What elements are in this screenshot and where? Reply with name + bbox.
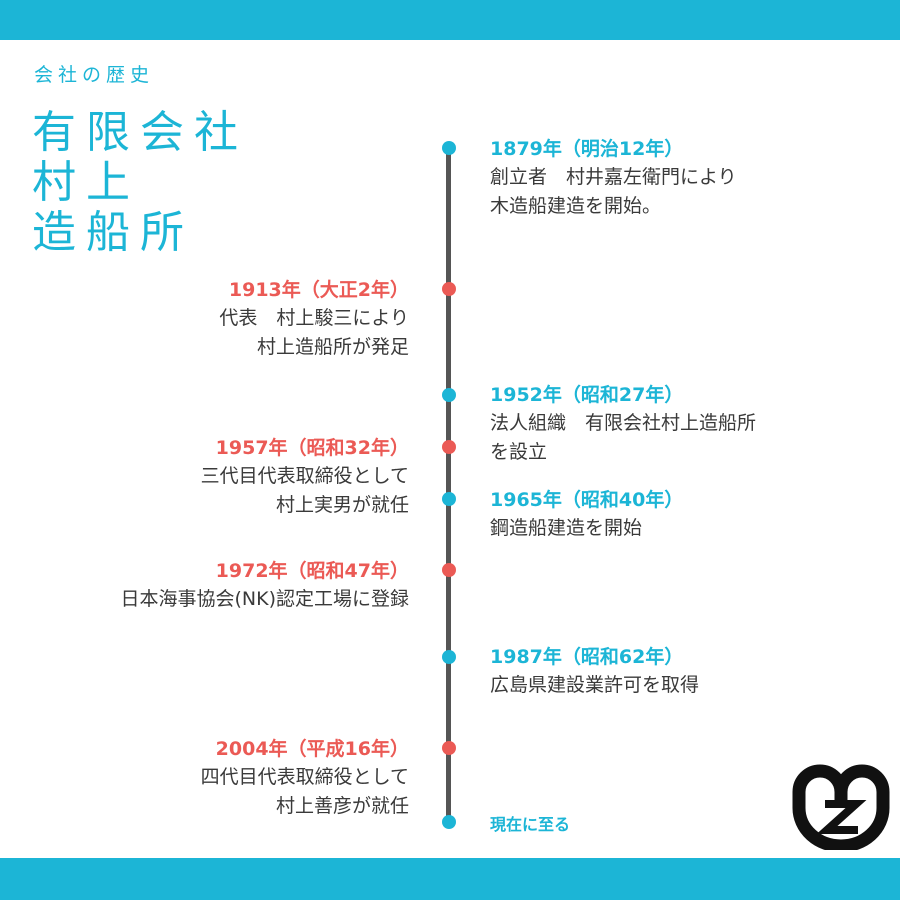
entry-year: 2004年（平成16年）: [215, 738, 409, 760]
entry-line: 代表 村上駿三により: [219, 307, 409, 329]
entry-description: 四代目代表取締役として 村上善彦が就任: [201, 763, 409, 821]
entry-line: 日本海事協会(NK)認定工場に登録: [120, 588, 410, 610]
entry-description: 日本海事協会(NK)認定工場に登録: [121, 585, 410, 614]
entry-year: 1913年（大正2年）: [228, 279, 409, 301]
entry-line: を設立: [490, 441, 548, 463]
timeline-dot-1952: [441, 388, 456, 402]
entry-description: 広島県建設業許可を取得: [490, 671, 699, 700]
entry-year: 1987年（昭和62年）: [490, 646, 684, 668]
timeline-entry-1952: 1952年（昭和27年） 法人組織 有限会社村上造船所 を設立: [490, 383, 756, 467]
entry-line: 木造船建造を開始。: [490, 195, 662, 217]
title-line: 有限会社: [32, 107, 248, 158]
bottom-color-band: [0, 858, 900, 900]
entry-year: 1957年（昭和32年）: [215, 437, 409, 459]
timeline-dot-1987: [441, 650, 456, 664]
present-label: 現在に至る: [490, 815, 571, 834]
timeline-dot-1972: [441, 563, 456, 577]
timeline-dot-1879: [441, 141, 456, 155]
timeline-dot-1957: [441, 440, 456, 454]
top-color-band: [0, 0, 900, 40]
section-subtitle: 会社の歴史: [34, 64, 155, 86]
entry-line: 法人組織 有限会社村上造船所: [490, 412, 757, 434]
entry-description: 鋼造船建造を開始: [490, 514, 683, 543]
entry-line: 村上造船所が発足: [256, 336, 409, 358]
entry-description: 創立者 村井嘉左衛門により 木造船建造を開始。: [490, 163, 737, 221]
entry-year: 1972年（昭和47年）: [215, 560, 409, 582]
timeline-entry-1913: 1913年（大正2年） 代表 村上駿三により 村上造船所が発足: [219, 278, 409, 362]
entry-line: 創立者 村井嘉左衛門により: [490, 166, 737, 188]
timeline-axis: [446, 148, 451, 824]
entry-line: 広島県建設業許可を取得: [490, 674, 700, 696]
timeline-dot-2004: [441, 741, 456, 755]
mz-company-logo-icon: [790, 756, 892, 853]
timeline-entry-1972: 1972年（昭和47年） 日本海事協会(NK)認定工場に登録: [121, 559, 410, 614]
entry-description: 法人組織 有限会社村上造船所 を設立: [490, 409, 756, 467]
entry-description: 三代目代表取締役として 村上実男が就任: [201, 462, 409, 520]
timeline-entry-1987: 1987年（昭和62年） 広島県建設業許可を取得: [490, 645, 699, 700]
entry-line: 四代目代表取締役として: [200, 766, 409, 788]
timeline-entry-1879: 1879年（明治12年） 創立者 村井嘉左衛門により 木造船建造を開始。: [490, 137, 737, 221]
title-line: 造船所: [32, 207, 194, 258]
timeline-dot-1913: [441, 282, 456, 296]
timeline-entry-1957: 1957年（昭和32年） 三代目代表取締役として 村上実男が就任: [201, 436, 409, 520]
timeline-entry-1965: 1965年（昭和40年） 鋼造船建造を開始: [490, 488, 683, 543]
entry-year: 1879年（明治12年）: [490, 138, 684, 160]
company-name-title: 有限会社 村上 造船所: [32, 108, 248, 258]
entry-line: 三代目代表取締役として: [200, 465, 409, 487]
entry-line: 村上実男が就任: [275, 494, 409, 516]
timeline-dot-1965: [441, 492, 456, 506]
entry-line: 鋼造船建造を開始: [490, 517, 643, 539]
title-line: 村上: [32, 157, 140, 208]
entry-description: 代表 村上駿三により 村上造船所が発足: [219, 304, 409, 362]
entry-year: 1965年（昭和40年）: [490, 489, 684, 511]
entry-line: 村上善彦が就任: [275, 795, 409, 817]
entry-year: 1952年（昭和27年）: [490, 384, 684, 406]
timeline-dot-present: [441, 815, 456, 829]
timeline-entry-2004: 2004年（平成16年） 四代目代表取締役として 村上善彦が就任: [201, 737, 409, 821]
